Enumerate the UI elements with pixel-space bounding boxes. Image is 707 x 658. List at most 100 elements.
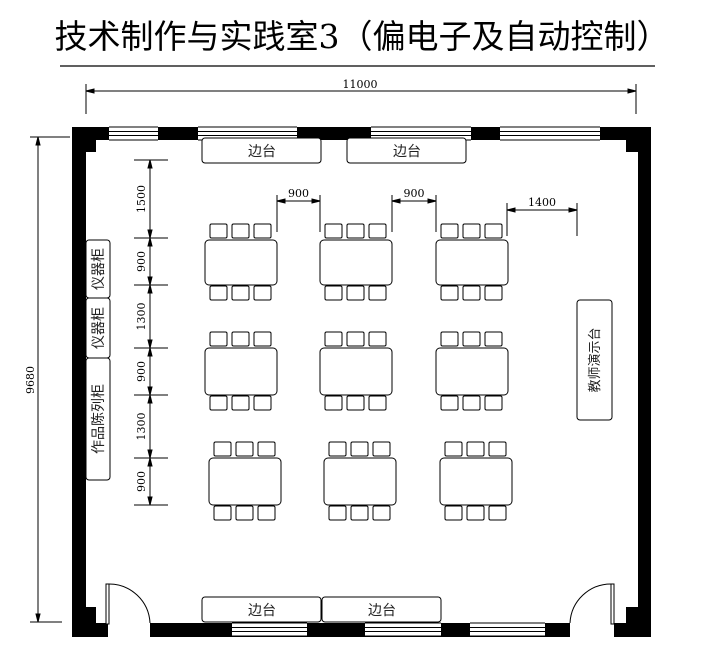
lab-table [435,347,509,396]
chair [253,395,272,411]
display-cabinet [85,357,111,481]
window [232,623,307,636]
window [365,623,441,636]
chair [440,223,459,239]
dimension-label: 900 [135,251,148,272]
arrow-icon [147,347,153,357]
lab-table [323,457,397,506]
right-wall [638,127,651,637]
instrument-cabinet-label: 仪器柜 [91,307,107,349]
chair [209,395,228,411]
chair [346,331,365,347]
door-leaf [610,583,615,625]
arrow-icon [506,207,516,213]
chair [440,395,459,411]
display-cabinet-label: 作品陈列柜 [90,384,107,454]
chair [209,223,228,239]
window [198,127,297,140]
lab-table [319,347,393,396]
arrow-icon [147,386,153,396]
chair [368,285,387,301]
chair [466,441,485,457]
side-counter-label: 边台 [248,144,276,160]
door-swing [569,583,612,624]
dimension-label: 1300 [135,413,148,441]
arrow-icon [147,237,153,247]
chair [209,331,228,347]
chair [253,331,272,347]
side-counter-label: 边台 [248,603,276,619]
lab-table [204,347,278,396]
chair [368,223,387,239]
lab-table [319,239,393,286]
arrow-icon [568,207,578,213]
chair [368,395,387,411]
teacher-station [576,299,613,421]
arrow-icon [147,449,153,459]
arrow-icon [147,229,153,239]
dimension-label: 900 [288,187,309,200]
door-leaf [105,583,110,625]
chair [484,395,503,411]
chair [444,505,463,521]
chair [466,505,485,521]
bottom-wall [72,623,108,637]
chair [346,223,365,239]
side-counter-label: 边台 [368,603,396,619]
chair [346,285,365,301]
chair [235,441,254,457]
chair [324,223,343,239]
chair [231,331,250,347]
chair [462,223,481,239]
chair [324,285,343,301]
dimension-label: 1500 [135,185,148,213]
teacher-station-label: 教师演示台 [587,327,603,392]
window [371,127,471,140]
chair [328,505,347,521]
arrow-icon [147,159,153,169]
chair [209,285,228,301]
chair [488,505,507,521]
chair [372,441,391,457]
arrow-icon [147,457,153,467]
dimension-label: 900 [404,187,425,200]
chair [257,441,276,457]
side-counter-label: 边台 [393,144,421,160]
chair [350,505,369,521]
chair [253,285,272,301]
chair [324,395,343,411]
left-wall [72,127,86,637]
door-swing [108,583,151,624]
overall-width-label: 11000 [343,78,378,91]
arrow-icon [311,198,321,204]
chair [488,441,507,457]
pillar [626,607,638,623]
arrow-icon [147,496,153,506]
side-counter [321,596,442,623]
window [109,127,158,140]
arrow-icon [35,136,41,146]
arrow-icon [147,394,153,404]
pillar [86,607,96,623]
chair [324,331,343,347]
arrow-icon [147,284,153,294]
instrument-cabinet-label: 仪器柜 [91,248,107,290]
chair [440,331,459,347]
lab-table [208,457,282,506]
arrow-icon [391,198,401,204]
chair [231,285,250,301]
chair [253,223,272,239]
walls [72,126,651,637]
arrow-icon [276,198,286,204]
dimension-label: 1400 [528,196,556,209]
chair [213,441,232,457]
arrow-icon [85,88,95,94]
dimension-label: 1300 [135,303,148,331]
chair [484,285,503,301]
chair [231,395,250,411]
arrow-icon [427,198,437,204]
arrow-icon [147,276,153,286]
chair [257,505,276,521]
